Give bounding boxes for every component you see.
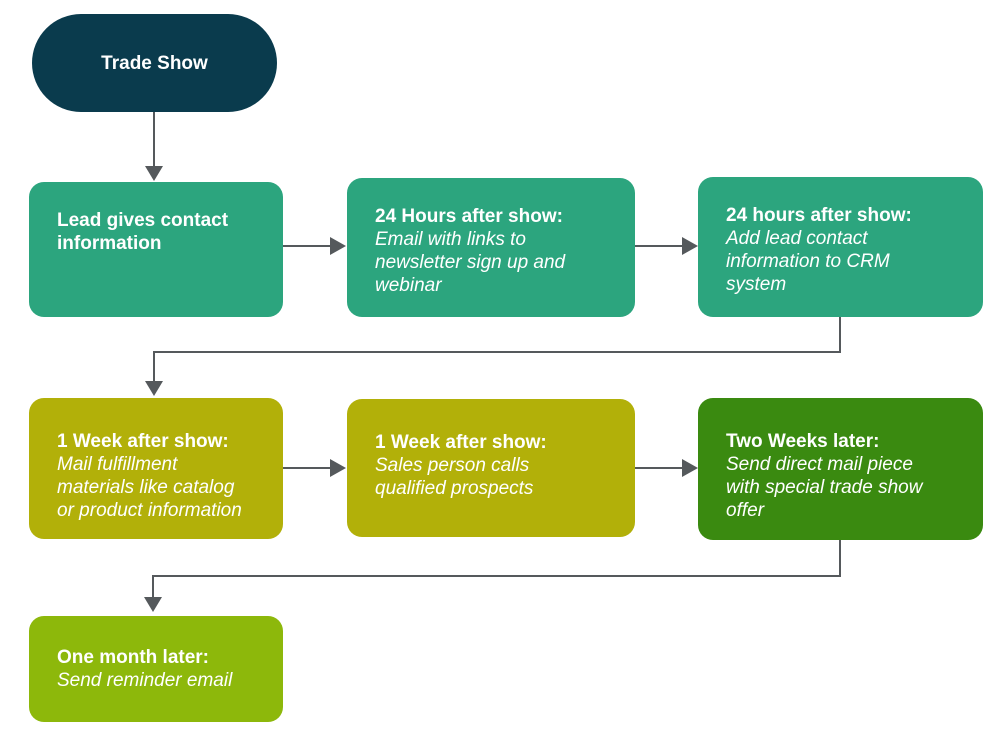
arrowhead-down-icon [145, 166, 163, 181]
arrowhead-right-icon [682, 459, 698, 477]
node-reminder-1-month: One month later: Send reminder email [29, 616, 283, 722]
connector-crm-to-mail-vline2 [153, 351, 155, 381]
arrowhead-right-icon [330, 459, 346, 477]
connector-directmail-to-reminder-vline2 [152, 575, 154, 597]
arrowhead-right-icon [330, 237, 346, 255]
node-trade-show: Trade Show [32, 14, 277, 112]
connector-crm-to-mail-hline [153, 351, 841, 353]
node-email-24-hours-title: 24 Hours after show: [375, 206, 563, 227]
node-crm-24-hours-body: Add lead contact information to CRM syst… [726, 228, 890, 295]
node-lead-contact-title: Lead gives contact information [57, 210, 229, 254]
node-mail-1-week: 1 Week after show: Mail fulfillment mate… [29, 398, 283, 539]
node-lead-contact: Lead gives contact information [29, 182, 283, 317]
connector-crm-to-mail-vline1 [839, 317, 841, 352]
connector-directmail-to-reminder-hline [152, 575, 841, 577]
node-email-24-hours-body: Email with links to newsletter sign up a… [375, 229, 566, 296]
node-email-24-hours: 24 Hours after show: Email with links to… [347, 178, 635, 317]
node-crm-24-hours: 24 hours after show: Add lead contact in… [698, 177, 983, 317]
connector-call-to-directmail-line [635, 467, 683, 469]
node-reminder-1-month-title: One month later: [57, 647, 210, 668]
node-mail-1-week-body: Mail fulfillment materials like catalog … [57, 454, 242, 521]
connector-email-to-crm-line [635, 245, 683, 247]
node-call-1-week-body: Sales person calls qualified prospects [375, 455, 534, 499]
node-direct-mail-2-weeks-body: Send direct mail piece with special trad… [726, 454, 923, 521]
node-trade-show-label: Trade Show [101, 52, 208, 74]
arrowhead-down-icon [145, 381, 163, 396]
node-call-1-week: 1 Week after show: Sales person calls qu… [347, 399, 635, 537]
node-reminder-1-month-body: Send reminder email [57, 670, 233, 691]
connector-lead-to-email-line [283, 245, 331, 247]
node-crm-24-hours-title: 24 hours after show: [726, 205, 912, 226]
arrowhead-right-icon [682, 237, 698, 255]
node-direct-mail-2-weeks: Two Weeks later: Send direct mail piece … [698, 398, 983, 540]
node-direct-mail-2-weeks-title: Two Weeks later: [726, 431, 880, 452]
arrowhead-down-icon [144, 597, 162, 612]
connector-directmail-to-reminder-vline1 [839, 540, 841, 576]
connector-start-to-lead-line [153, 112, 155, 166]
connector-mail-to-call-line [283, 467, 331, 469]
node-call-1-week-title: 1 Week after show: [375, 432, 547, 453]
node-mail-1-week-title: 1 Week after show: [57, 431, 229, 452]
